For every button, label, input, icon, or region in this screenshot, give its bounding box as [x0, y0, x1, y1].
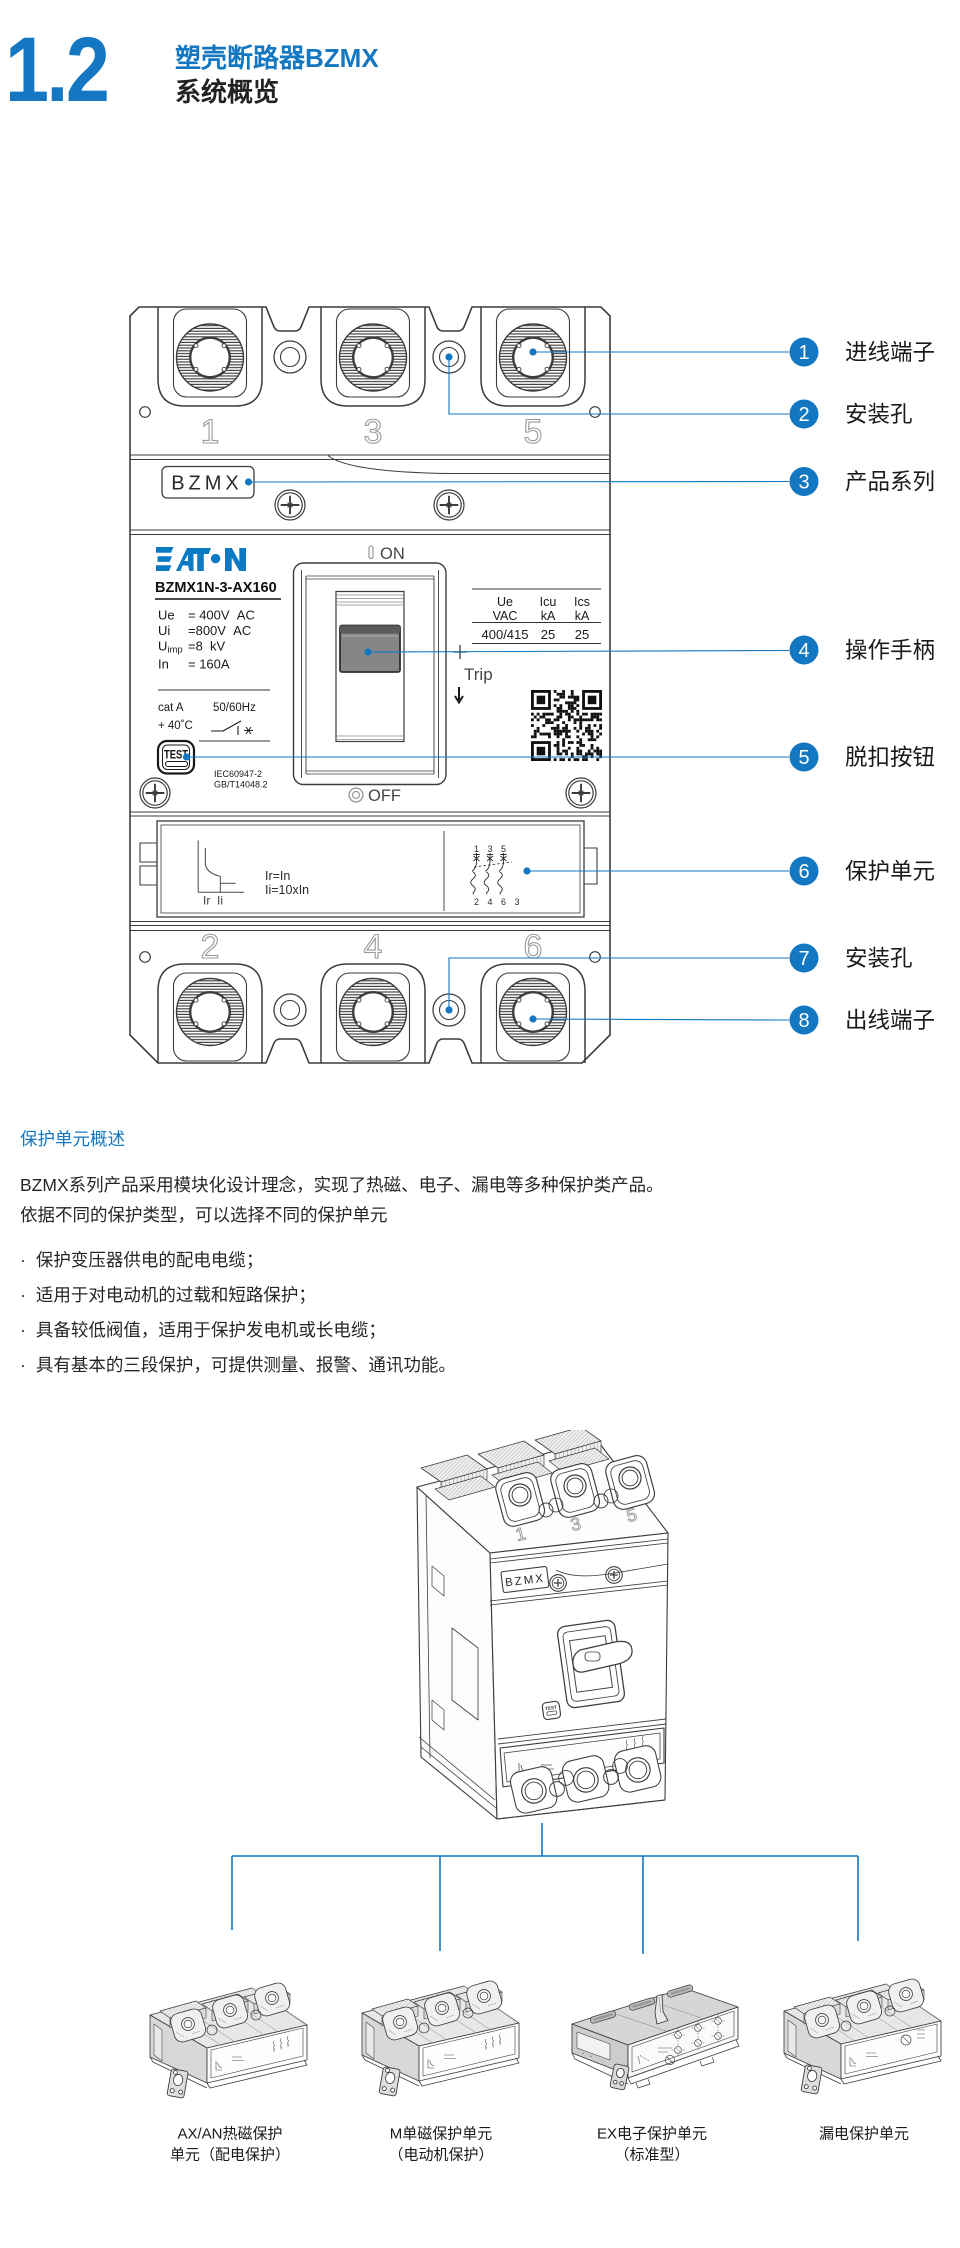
svg-text:M单磁保护单元: M单磁保护单元: [390, 2126, 493, 2143]
svg-text:7: 7: [798, 948, 809, 970]
svg-text:AX/AN热磁保护: AX/AN热磁保护: [177, 2126, 282, 2143]
svg-text:TEST: TEST: [164, 750, 188, 762]
svg-text:1: 1: [474, 844, 479, 854]
svg-text:In: In: [158, 657, 169, 672]
svg-text:5: 5: [501, 844, 506, 854]
svg-text:6: 6: [798, 861, 809, 883]
svg-text:TEST: TEST: [545, 1705, 558, 1712]
svg-text:2: 2: [201, 928, 220, 966]
svg-text:BZMX: BZMX: [171, 473, 243, 495]
svg-text:3: 3: [514, 897, 519, 907]
svg-text:EX电子保护单元: EX电子保护单元: [597, 2126, 707, 2143]
svg-text:产品系列: 产品系列: [845, 470, 935, 495]
svg-text:4: 4: [798, 640, 809, 662]
svg-text:Ir: Ir: [203, 894, 210, 908]
svg-text:6: 6: [501, 897, 506, 907]
svg-text:=800V AC: =800V AC: [188, 623, 251, 638]
svg-text:1: 1: [201, 413, 220, 451]
svg-text:4: 4: [487, 897, 492, 907]
svg-text:kA: kA: [541, 609, 556, 623]
svg-text:25: 25: [541, 627, 555, 642]
svg-text:= 160A: = 160A: [188, 657, 230, 672]
svg-text:4: 4: [364, 928, 383, 966]
svg-text:进线端子: 进线端子: [845, 340, 935, 365]
svg-text:（电动机保护）: （电动机保护）: [388, 2147, 493, 2164]
svg-text:5: 5: [798, 747, 809, 769]
svg-text:+ 40˚C: + 40˚C: [158, 720, 193, 732]
svg-text:Ics: Ics: [574, 595, 590, 609]
svg-text:400/415: 400/415: [482, 627, 529, 642]
svg-text:25: 25: [575, 627, 589, 642]
svg-text:1: 1: [798, 342, 809, 364]
svg-text:3: 3: [798, 472, 809, 494]
svg-text:= 400V AC: = 400V AC: [188, 608, 255, 623]
svg-text:Ue: Ue: [158, 608, 175, 623]
svg-text:1: 1: [514, 1523, 528, 1545]
svg-text:3: 3: [569, 1513, 583, 1535]
svg-text:（标准型）: （标准型）: [614, 2147, 689, 2164]
svg-text:Ue: Ue: [497, 595, 513, 609]
svg-text:=8 kV: =8 kV: [188, 639, 226, 654]
svg-text:脱扣按钮: 脱扣按钮: [845, 745, 935, 770]
svg-text:保护单元: 保护单元: [845, 859, 935, 884]
svg-text:6: 6: [524, 928, 543, 966]
svg-text:5: 5: [524, 413, 543, 451]
svg-text:ON: ON: [380, 545, 405, 563]
svg-text:单元（配电保护）: 单元（配电保护）: [170, 2147, 290, 2164]
svg-text:Ii: Ii: [217, 894, 223, 908]
svg-text:GB/T14048.2: GB/T14048.2: [214, 780, 268, 790]
svg-text:安装孔: 安装孔: [845, 946, 913, 971]
svg-text:kA: kA: [575, 609, 590, 623]
svg-text:Trip: Trip: [464, 665, 493, 684]
svg-text:BZMX1N-3-AX160: BZMX1N-3-AX160: [155, 580, 277, 596]
svg-text:IEC60947-2: IEC60947-2: [214, 769, 262, 779]
svg-text:BZMX: BZMX: [505, 1573, 546, 1590]
svg-text:Ii=10xIn: Ii=10xIn: [265, 883, 309, 897]
svg-text:安装孔: 安装孔: [845, 402, 913, 427]
svg-text:Ui: Ui: [158, 623, 170, 638]
svg-text:Ir=In: Ir=In: [265, 869, 290, 883]
svg-text:2: 2: [798, 404, 809, 426]
svg-text:Icu: Icu: [540, 595, 557, 609]
svg-text:OFF: OFF: [368, 787, 401, 805]
svg-text:漏电保护单元: 漏电保护单元: [819, 2126, 909, 2143]
svg-text:2: 2: [474, 897, 479, 907]
svg-text:8: 8: [798, 1010, 809, 1032]
svg-text:50/60Hz: 50/60Hz: [213, 702, 256, 714]
svg-text:出线端子: 出线端子: [845, 1008, 935, 1033]
svg-text:VAC: VAC: [493, 609, 518, 623]
svg-text:3: 3: [364, 413, 383, 451]
svg-text:操作手柄: 操作手柄: [845, 638, 935, 663]
svg-text:5: 5: [625, 1504, 639, 1526]
svg-text:3: 3: [487, 844, 492, 854]
svg-text:cat A: cat A: [158, 702, 184, 714]
